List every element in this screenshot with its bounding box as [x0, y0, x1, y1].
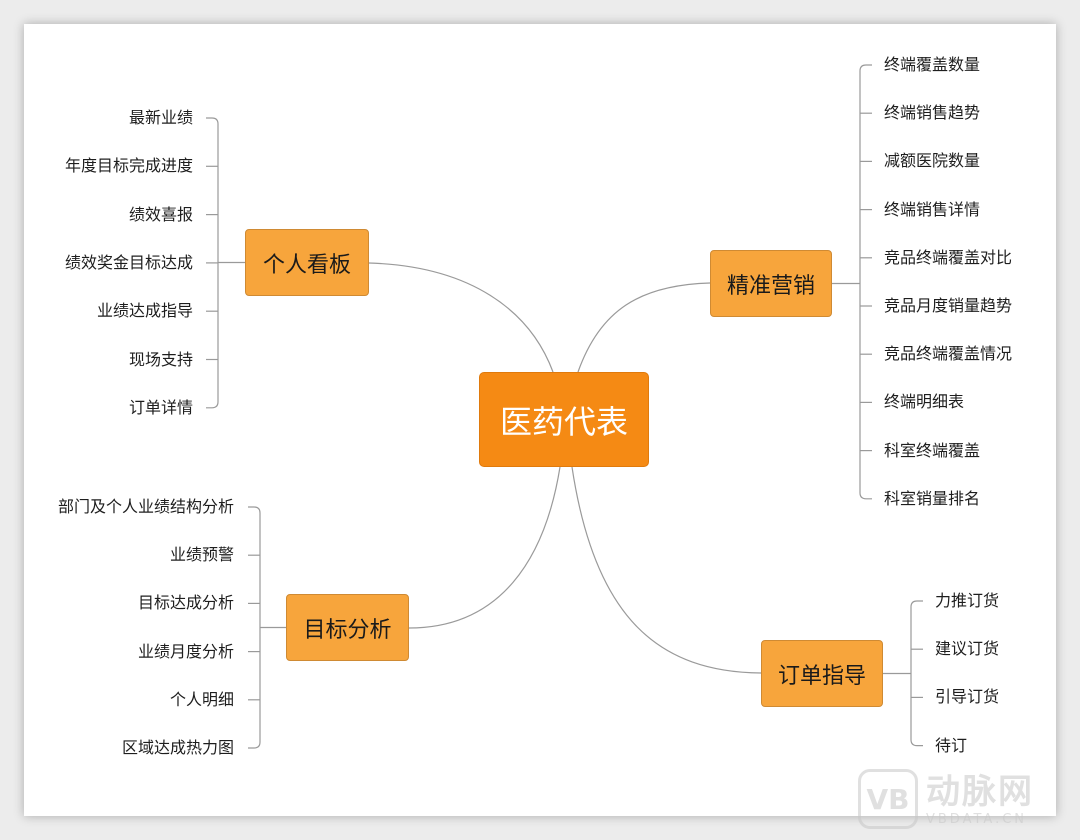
leaf-personal-1: 年度目标完成进度 — [64, 156, 193, 176]
leaf-target-1: 业绩预警 — [169, 545, 234, 565]
leaf-personal-4: 业绩达成指导 — [96, 301, 193, 321]
leaf-order-2: 引导订货 — [935, 687, 1000, 707]
leaf-marketing-8: 科室终端覆盖 — [884, 440, 981, 460]
branch-node-order: 订单指导 — [761, 640, 883, 707]
center-node: 医药代表 — [479, 372, 649, 467]
leaf-order-3: 待订 — [935, 735, 968, 755]
branch-node-personal: 个人看板 — [245, 229, 369, 296]
leaf-order-1: 建议订货 — [935, 639, 1000, 659]
leaf-personal-5: 现场支持 — [128, 349, 193, 369]
leaf-marketing-9: 科室销量排名 — [884, 488, 981, 508]
leaf-marketing-1: 终端销售趋势 — [884, 103, 981, 123]
link-center-order — [571, 466, 762, 674]
link-center-marketing — [577, 282, 711, 373]
link-center-personal — [368, 262, 554, 373]
leaf-marketing-7: 终端明细表 — [884, 392, 965, 412]
bracket-marketing — [859, 64, 872, 500]
branch-node-marketing: 精准营销 — [710, 250, 832, 317]
leaf-marketing-2: 减额医院数量 — [884, 151, 981, 171]
leaf-target-4: 个人明细 — [169, 689, 234, 709]
leaf-target-0: 部门及个人业绩结构分析 — [57, 497, 234, 516]
leaf-marketing-5: 竞品月度销量趋势 — [884, 296, 1013, 315]
mindmap-canvas: 医药代表 个人看板 精准营销 目标分析 订单指导 最新业绩年度目标完成进度绩效喜… — [24, 24, 1056, 816]
leaf-target-2: 目标达成分析 — [137, 593, 234, 613]
leaf-marketing-0: 终端覆盖数量 — [884, 55, 981, 74]
leaf-order-0: 力推订货 — [935, 591, 1000, 610]
leaf-personal-6: 订单详情 — [128, 397, 193, 417]
watermark: VB 动脉网 VBDATA.CN — [858, 763, 1058, 835]
leaf-personal-2: 绩效喜报 — [128, 204, 193, 224]
leaf-marketing-3: 终端销售详情 — [884, 199, 981, 219]
branch-node-target: 目标分析 — [286, 594, 409, 661]
watermark-en: VBDATA.CN — [926, 811, 1028, 827]
leaf-marketing-4: 竞品终端覆盖对比 — [884, 247, 1013, 267]
connector-lines — [206, 64, 923, 749]
vbdata-logo-icon: VB — [858, 769, 918, 829]
leaf-personal-3: 绩效奖金目标达成 — [64, 252, 193, 272]
leaf-marketing-6: 竞品终端覆盖情况 — [884, 344, 1013, 364]
bracket-target — [248, 506, 261, 749]
leaf-target-5: 区域达成热力图 — [121, 738, 234, 757]
bracket-order — [910, 600, 923, 747]
leaf-target-3: 业绩月度分析 — [137, 641, 234, 661]
link-center-target — [408, 466, 561, 629]
watermark-cn: 动脉网 — [926, 771, 1034, 812]
leaf-personal-0: 最新业绩 — [128, 108, 193, 127]
